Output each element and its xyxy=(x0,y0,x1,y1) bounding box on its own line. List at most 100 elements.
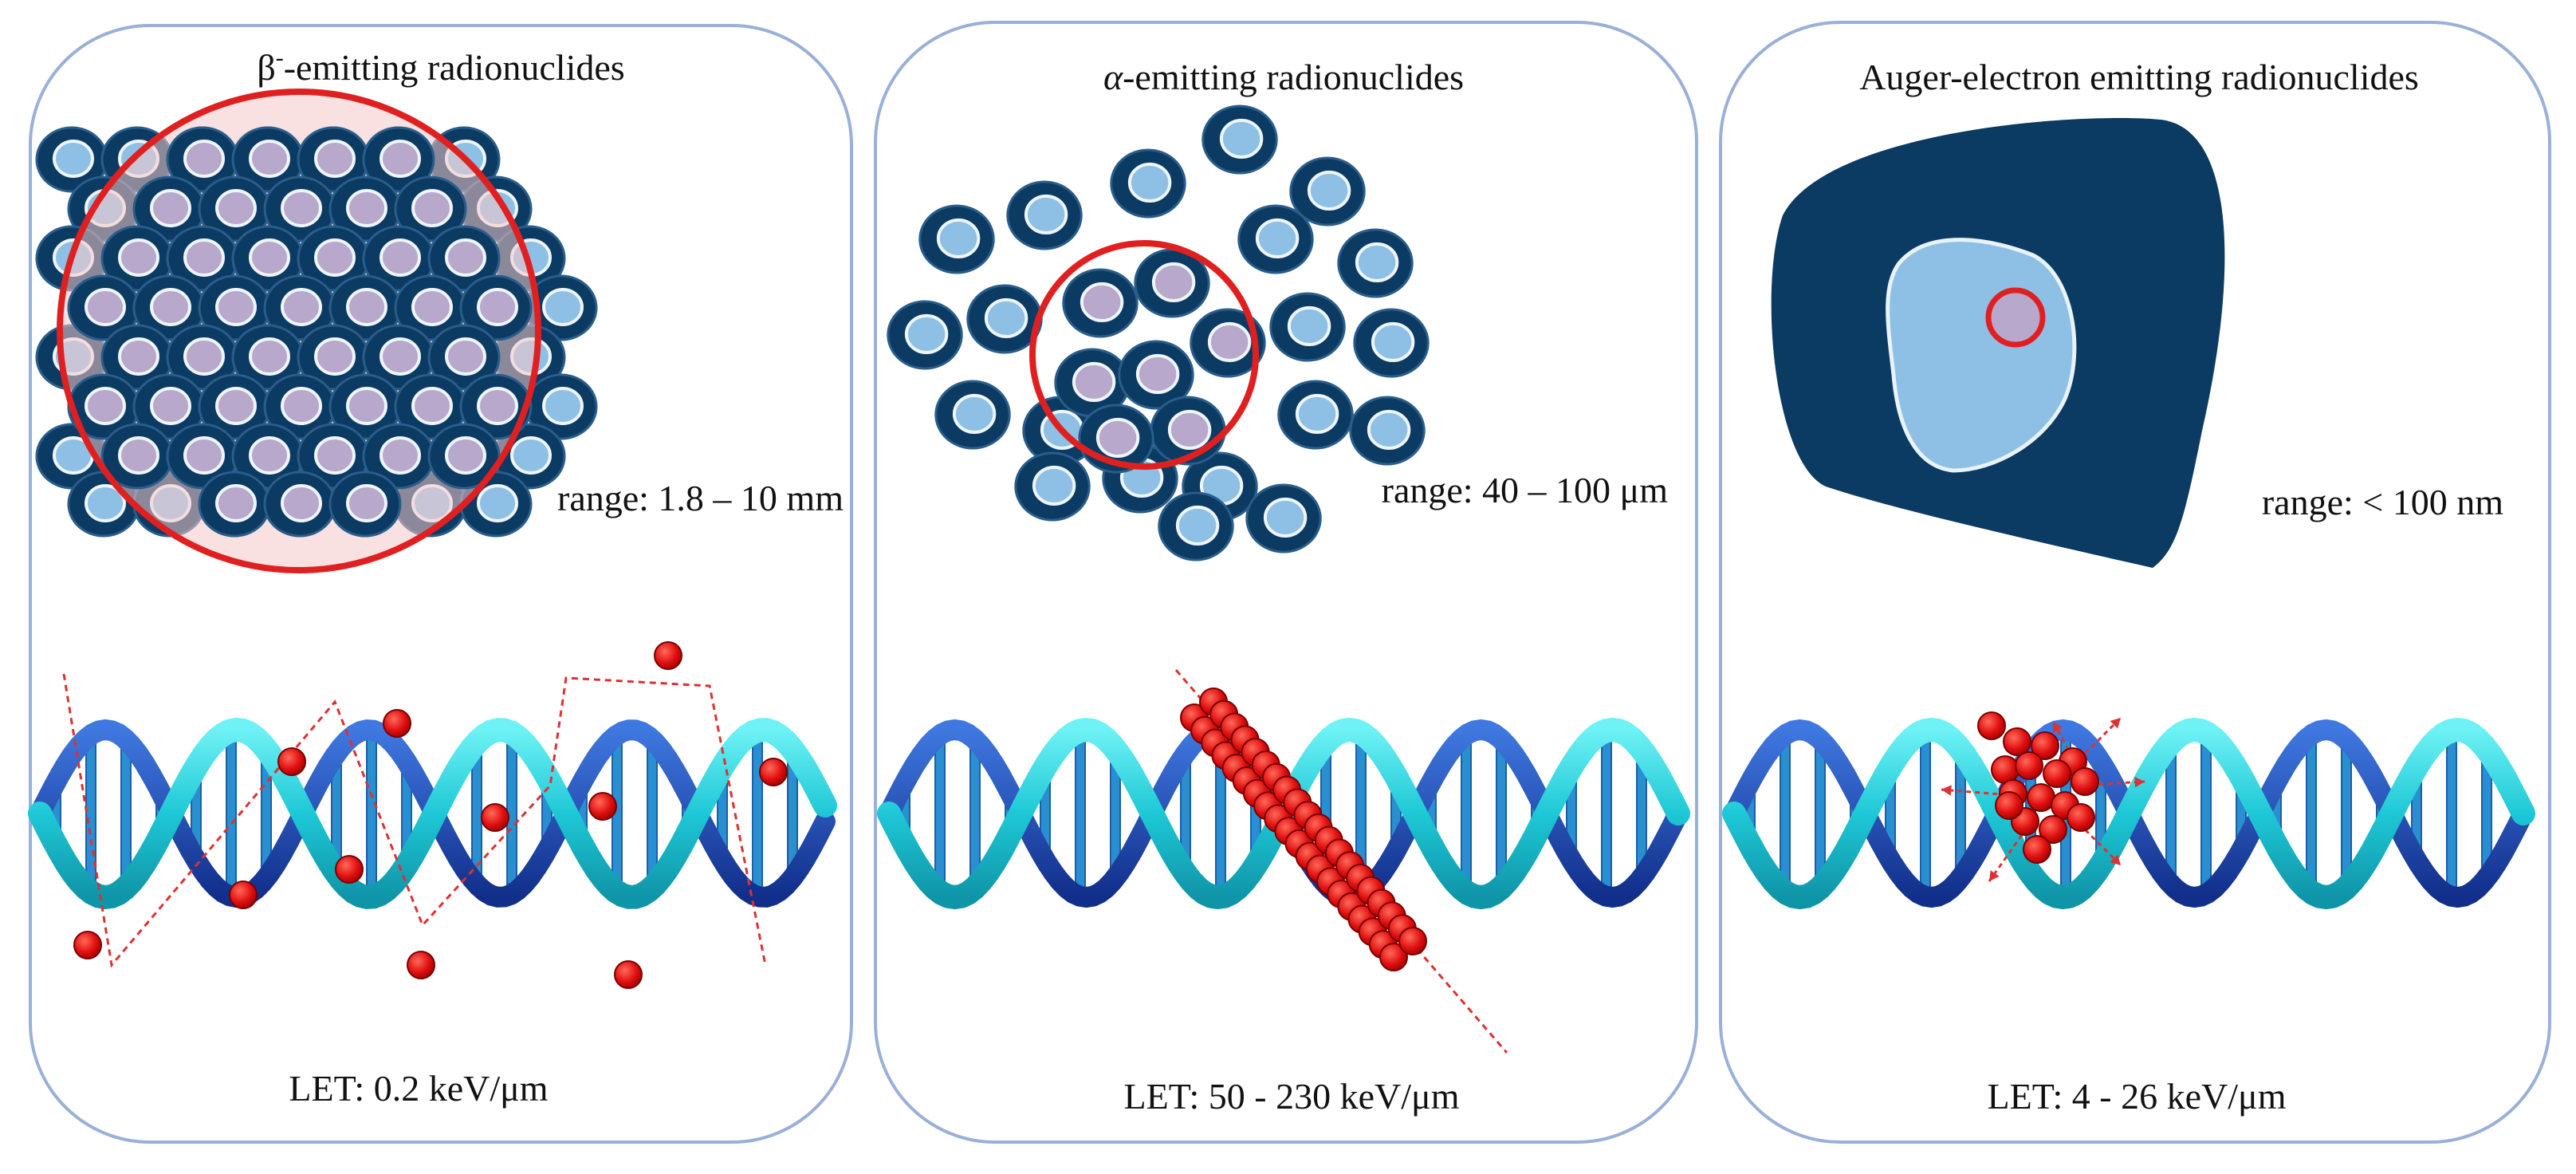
dna-front-strand xyxy=(1722,717,2535,910)
cell-nucleus xyxy=(380,140,421,178)
cell-nucleus xyxy=(314,337,356,376)
cell-nucleus xyxy=(53,140,94,178)
cell-nucleus xyxy=(346,484,387,522)
beta-electron xyxy=(335,855,364,884)
tumor-cell xyxy=(394,175,467,242)
tumor-cell xyxy=(100,423,174,490)
tumor-cell xyxy=(525,373,598,440)
beta-electron-track xyxy=(62,673,767,968)
tumor-cell xyxy=(1353,308,1430,378)
dna-base-pair xyxy=(120,743,132,884)
alpha-let-label: LET: 50 - 230 keV/μm xyxy=(1124,1076,1460,1117)
tumor-cell xyxy=(231,324,305,391)
cell-nucleus xyxy=(215,484,257,522)
tumor-cell xyxy=(100,225,174,292)
tumor-cell xyxy=(525,274,598,341)
cell-nucleus xyxy=(314,238,356,277)
dna-base-pair xyxy=(647,743,658,884)
auger-electron xyxy=(1991,755,2020,784)
cell-nucleus xyxy=(215,189,257,227)
tumor-cell xyxy=(263,175,336,242)
auger-electron xyxy=(1977,711,2006,740)
tumor-cell xyxy=(459,274,533,341)
dna-base-pair xyxy=(2165,747,2177,880)
cell-nucleus xyxy=(215,288,257,326)
tumor-cell xyxy=(362,423,435,490)
tumor-cell xyxy=(394,274,467,341)
auger-electron xyxy=(2015,751,2043,780)
tumor-cell xyxy=(918,204,995,274)
tumor-cell xyxy=(427,324,501,391)
beta-cell-cluster xyxy=(35,89,598,573)
tumor-cell xyxy=(166,225,239,292)
cell-nucleus xyxy=(118,238,159,277)
cell-nucleus xyxy=(952,393,997,435)
auger-arrow-head xyxy=(2053,722,2063,733)
cell-nucleus xyxy=(150,387,191,425)
auger-arrow-head xyxy=(1941,785,1952,796)
cell-nucleus xyxy=(411,189,453,227)
cell-nucleus xyxy=(85,387,126,425)
tumor-cell xyxy=(198,373,271,440)
tumor-cell xyxy=(1190,308,1266,378)
cell-nucleus xyxy=(118,337,159,376)
tumor-cell xyxy=(459,373,533,440)
auger-panel: Auger-electron emitting radionuclides ra… xyxy=(1719,21,2551,1144)
beta-electron xyxy=(614,960,643,989)
tumor-cell xyxy=(297,126,370,193)
cell-nucleus xyxy=(249,337,290,376)
beta-panel-title: β--emitting radionuclides xyxy=(257,45,624,88)
tumor-cell xyxy=(1118,340,1194,410)
tumor-cell xyxy=(362,324,435,391)
dna-base-pair xyxy=(2200,736,2212,891)
alpha-cell-cluster xyxy=(887,104,1430,561)
cell-nucleus xyxy=(984,297,1028,339)
beta-electron xyxy=(654,641,682,670)
cell-nucleus xyxy=(1367,409,1411,451)
cell-nucleus xyxy=(346,288,387,326)
beta-electron xyxy=(229,880,258,909)
tumor-cell xyxy=(1337,228,1414,298)
tumor-cell xyxy=(362,126,435,193)
cell-nucleus xyxy=(510,436,552,475)
beta-electron xyxy=(588,792,617,821)
tumor-cell xyxy=(1201,104,1278,175)
auger-let-label: LET: 4 - 26 keV/μm xyxy=(1988,1076,2287,1117)
dna-base-pair xyxy=(226,735,237,892)
dna-base-pair xyxy=(2341,743,2352,884)
tumor-cell xyxy=(263,471,336,538)
cell-nucleus xyxy=(346,189,387,227)
tumor-cell xyxy=(67,274,140,341)
cell-nucleus xyxy=(314,436,356,475)
cell-nucleus xyxy=(1355,242,1399,283)
auger-arrow-head xyxy=(2134,776,2145,788)
alpha-ionization xyxy=(1379,943,1408,971)
tumor-cell xyxy=(934,380,1011,450)
cell-nucleus xyxy=(904,313,949,355)
auger-electron xyxy=(2039,815,2067,844)
auger-dna-helix xyxy=(1722,717,2535,910)
beta-electron xyxy=(759,758,788,786)
tumor-cell xyxy=(1237,204,1314,274)
cell-nucleus xyxy=(477,387,518,425)
auger-emission-arrow xyxy=(1941,788,2042,799)
tumor-cell xyxy=(132,373,206,440)
cell-nucleus xyxy=(183,436,225,475)
auger-electron xyxy=(2027,783,2055,812)
cell-nucleus xyxy=(183,337,225,376)
alpha-particle-track xyxy=(1174,669,1508,1054)
tumor-cell xyxy=(328,175,402,242)
cell-nucleus xyxy=(1295,393,1339,435)
cell-nucleus xyxy=(249,140,290,178)
tumor-cell xyxy=(132,175,206,242)
auger-electron xyxy=(2003,727,2031,756)
dna-base-pair xyxy=(969,743,981,884)
tumor-cell xyxy=(427,225,501,292)
cell-nucleus xyxy=(542,288,584,326)
dna-front-strand xyxy=(28,717,837,910)
dna-base-pair xyxy=(1601,735,1612,892)
cell-nucleus xyxy=(281,387,322,425)
cell-nucleus xyxy=(281,288,322,326)
dna-base-pair xyxy=(366,734,377,893)
auger-electron xyxy=(2043,759,2071,788)
